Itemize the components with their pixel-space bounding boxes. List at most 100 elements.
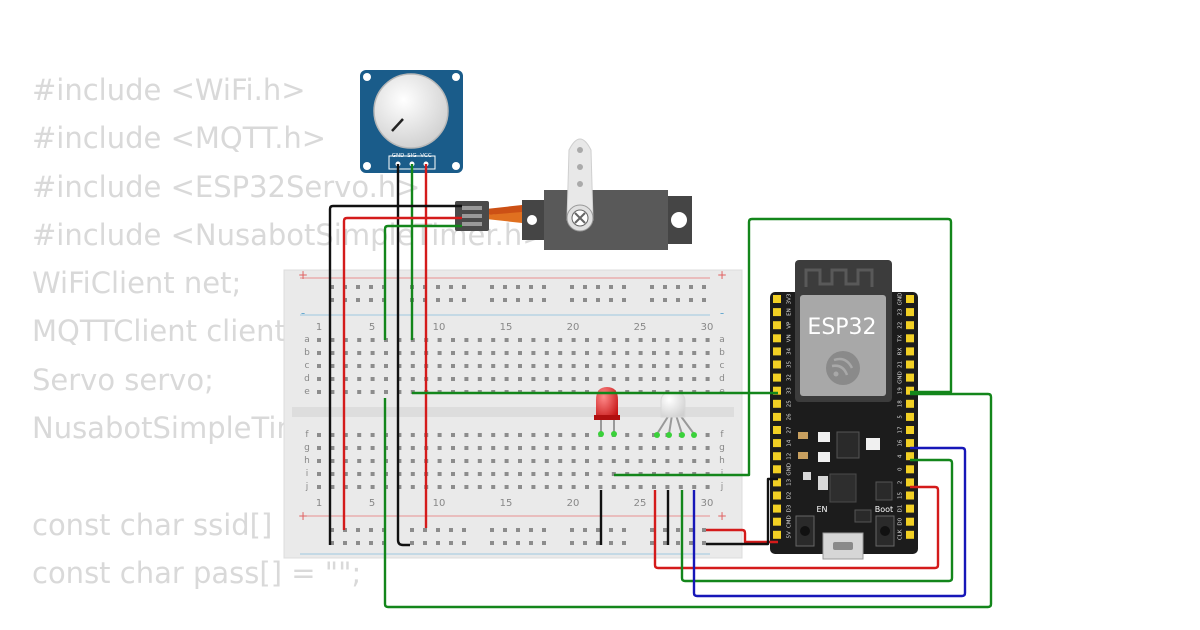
en-button[interactable] [795, 515, 815, 547]
breadboard-rail-hole [609, 541, 613, 545]
breadboard-hole [343, 485, 348, 489]
breadboard-rail-hole [609, 285, 613, 289]
breadboard-hole [437, 446, 442, 450]
breadboard-hole [437, 364, 442, 368]
breadboard-hole [464, 377, 469, 381]
usb-port-icon [822, 532, 864, 560]
breadboard-hole [491, 351, 496, 355]
breadboard-hole [343, 377, 348, 381]
esp32-pin [906, 426, 914, 434]
red-led[interactable] [594, 387, 620, 437]
breadboard-hole [652, 351, 656, 355]
breadboard-hole [598, 446, 603, 450]
breadboard-hole [598, 459, 603, 463]
breadboard-hole [397, 351, 402, 355]
breadboard-hole [705, 364, 710, 368]
breadboard-hole [410, 351, 415, 355]
wire-5v [706, 528, 778, 544]
en-button-label: EN [816, 505, 827, 514]
breadboard-hole [692, 351, 697, 355]
esp32-pin-label: 33 [787, 387, 793, 394]
breadboard-rail-hole [663, 285, 667, 289]
breadboard-rail-hole [689, 298, 693, 302]
breadboard-hole [504, 433, 509, 437]
breadboard-hole [491, 472, 496, 476]
breadboard-hole [330, 433, 335, 437]
breadboard-hole [531, 459, 536, 463]
breadboard-rail-hole [369, 528, 373, 532]
breadboard-rail-hole [503, 528, 507, 532]
breadboard-hole [451, 364, 455, 368]
breadboard-hole [705, 485, 710, 489]
breadboard-rail-hole [663, 298, 667, 302]
column-number: 20 [567, 498, 580, 509]
breadboard-rail-hole [516, 298, 520, 302]
breadboard-hole [451, 459, 455, 463]
breadboard-hole [678, 364, 683, 368]
breadboard-hole [571, 351, 576, 355]
breadboard-hole [437, 338, 442, 342]
breadboard-hole [705, 338, 710, 342]
breadboard-rail-hole [650, 298, 654, 302]
breadboard-rail-hole [369, 298, 373, 302]
breadboard-hole [625, 351, 630, 355]
breadboard-hole [357, 377, 362, 381]
breadboard-hole [652, 364, 656, 368]
esp32-pin [773, 530, 781, 539]
breadboard-hole [585, 459, 589, 463]
breadboard-hole [397, 338, 402, 342]
esp32-pin [773, 334, 781, 343]
esp32-pin [773, 347, 781, 356]
potentiometer-knob[interactable] [373, 73, 449, 149]
rgb-led[interactable] [654, 391, 697, 438]
esp32-pin-label: 25 [787, 400, 793, 407]
esp32-pin [773, 426, 781, 434]
breadboard-hole [384, 390, 388, 394]
breadboard-hole [410, 377, 415, 381]
breadboard-hole [477, 459, 482, 463]
esp32-pin-label: 19 [898, 387, 904, 394]
potentiometer[interactable]: GND SIG VCC [360, 70, 463, 173]
wire-servo-pin [383, 392, 993, 609]
wire-rgb-red [653, 485, 940, 570]
pot-pin-label-gnd: GND [392, 153, 405, 159]
breadboard-rail-hole [622, 298, 626, 302]
breadboard-hole [370, 364, 375, 368]
boot-button[interactable] [875, 515, 895, 547]
breadboard-hole [558, 446, 563, 450]
esp32-pin [773, 478, 781, 487]
esp32-pin [773, 399, 781, 408]
breadboard-hole [652, 485, 656, 489]
breadboard-hole [558, 433, 563, 437]
breadboard-hole [504, 377, 509, 381]
column-number: 15 [500, 498, 513, 509]
servo-horn[interactable] [566, 138, 594, 232]
breadboard-rail-hole [490, 541, 494, 545]
breadboard-rail-hole [436, 528, 440, 532]
servo-motor[interactable] [455, 138, 692, 250]
breadboard-hole [558, 459, 563, 463]
breadboard-hole [451, 433, 455, 437]
breadboard-hole [357, 472, 362, 476]
breadboard-hole [504, 485, 509, 489]
breadboard-hole [343, 472, 348, 476]
breadboard-hole [451, 377, 455, 381]
breadboard-rail-hole [356, 298, 360, 302]
esp32-pin-label: 23 [898, 308, 904, 315]
breadboard-hole [692, 459, 697, 463]
breadboard-hole [558, 485, 563, 489]
breadboard-rail-hole [702, 541, 706, 545]
breadboard-rail-hole [410, 528, 414, 532]
breadboard-hole [464, 338, 469, 342]
breadboard-hole [544, 433, 549, 437]
breadboard-hole [477, 377, 482, 381]
breadboard-rail-hole [529, 285, 533, 289]
breadboard-hole [477, 433, 482, 437]
breadboard-hole [705, 459, 710, 463]
breadboard-rail-hole [516, 528, 520, 532]
breadboard-hole [585, 472, 589, 476]
breadboard-hole [357, 364, 362, 368]
esp32-pin [773, 295, 781, 303]
